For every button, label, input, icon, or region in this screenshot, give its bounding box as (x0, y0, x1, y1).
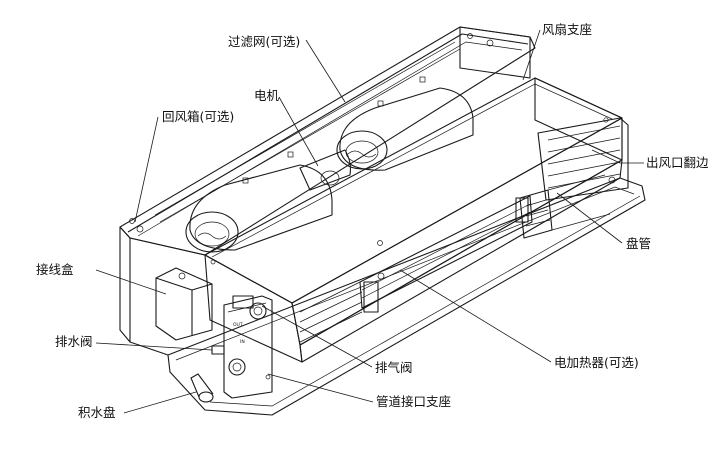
label-drain-valve: 排水阀 (55, 334, 93, 349)
label-vent-valve: 排气阀 (375, 360, 413, 375)
label-coil: 盘管 (626, 236, 652, 251)
label-drain-pan: 积水盘 (78, 405, 116, 420)
leader-lines (95, 29, 644, 414)
fan-blower-right (336, 87, 474, 171)
main-casing (129, 77, 623, 363)
label-return-box: 回风箱(可选) (162, 109, 235, 124)
label-fan-bracket: 风扇支座 (542, 22, 593, 37)
label-outlet-flange: 出风口翻边 (646, 155, 709, 170)
valve-panel (211, 295, 273, 399)
coil (519, 174, 611, 239)
stamp-out: OUT (233, 322, 243, 328)
fan-blower-left (185, 164, 333, 253)
front-louver-panel (299, 281, 363, 343)
outlet-flange (537, 117, 629, 201)
junction-box (155, 267, 213, 341)
label-junction-box: 接线盒 (36, 262, 74, 277)
label-filter: 过滤网(可选) (228, 34, 301, 49)
label-motor: 电机 (254, 88, 280, 103)
electric-heater (359, 195, 533, 313)
stamp-in: IN (240, 339, 245, 345)
label-electric-heater: 电加热器(可选) (554, 355, 639, 370)
label-pipe-bracket: 管道接口支座 (376, 394, 452, 409)
drain-pan (167, 177, 646, 416)
